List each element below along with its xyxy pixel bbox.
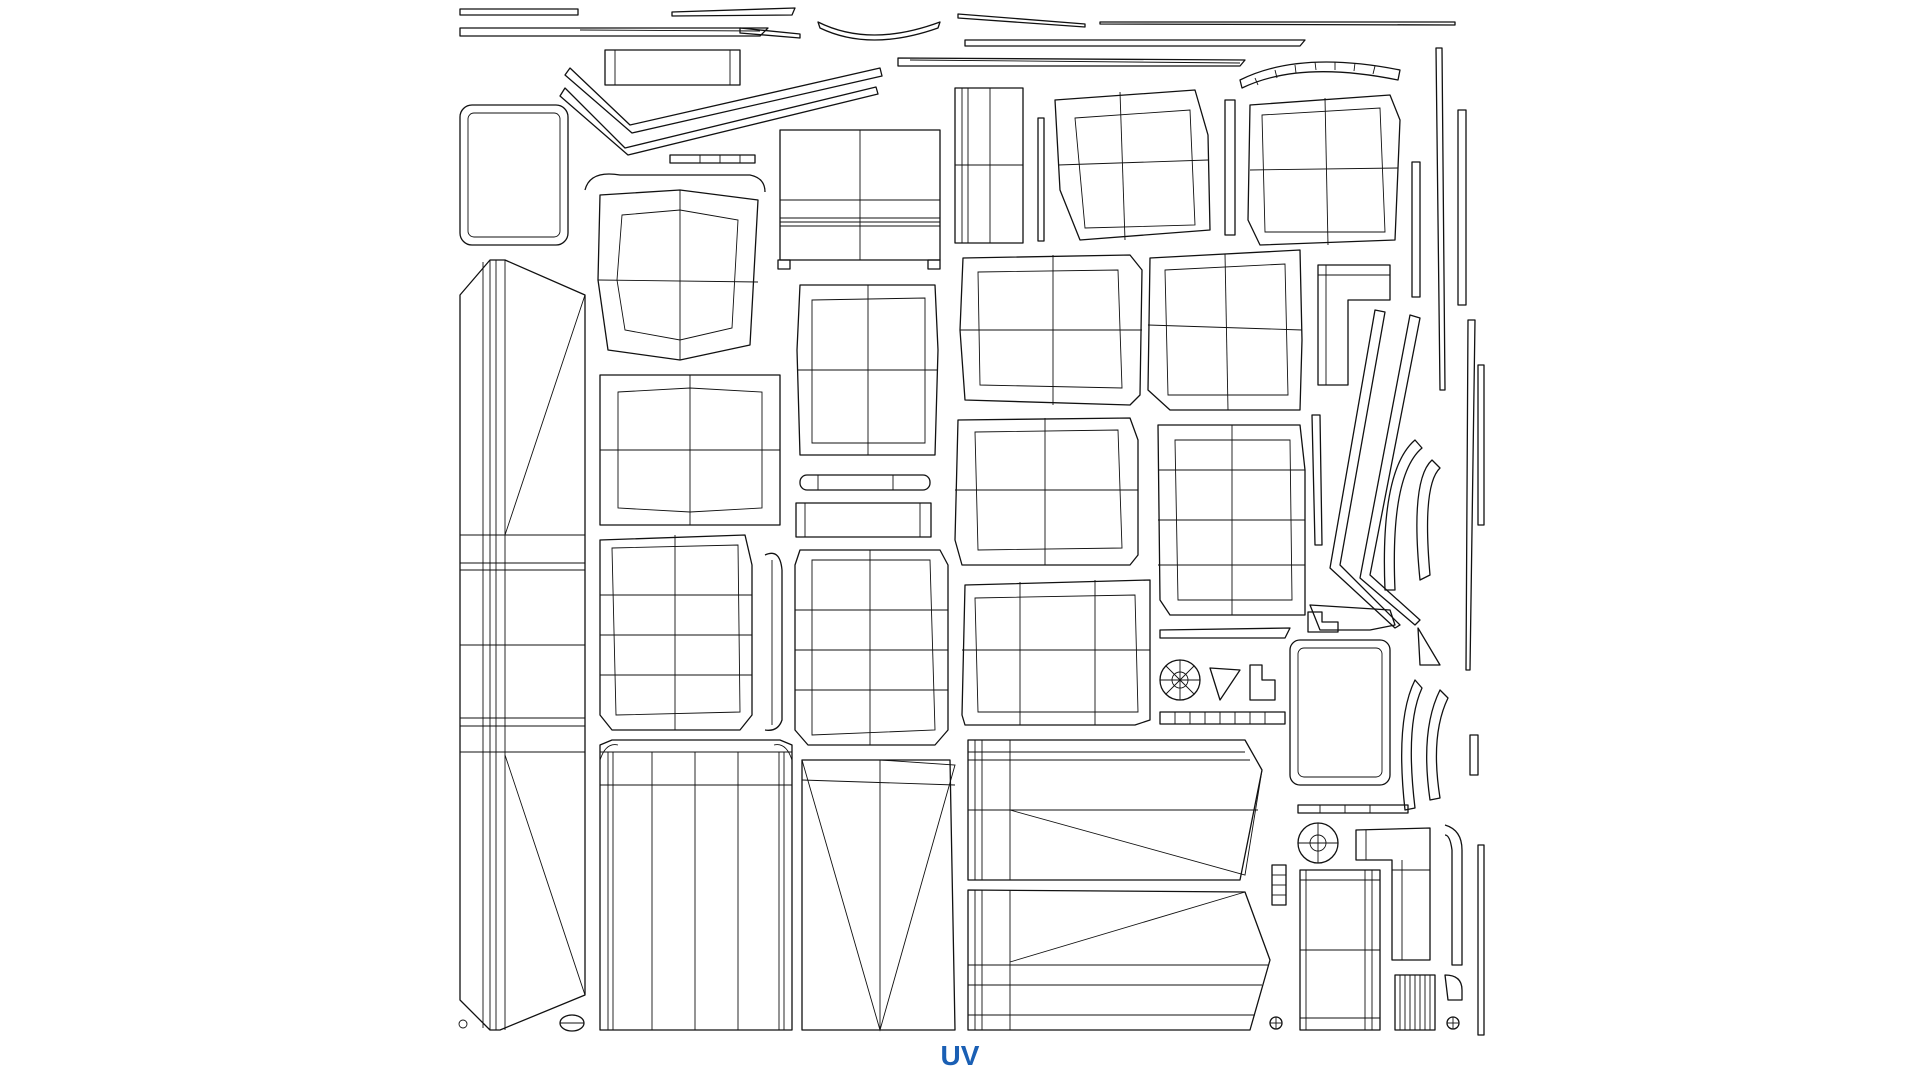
cushion-column-5 [1054, 89, 1396, 725]
right-area [1247, 47, 1485, 1036]
cushion-column-2 [597, 189, 793, 1031]
left-column [458, 104, 586, 1032]
cushion-column-4 [954, 87, 1271, 1031]
top-strips [459, 7, 1456, 193]
uv-caption: UV [940, 1040, 980, 1071]
cushion-column-3 [764, 129, 956, 1032]
